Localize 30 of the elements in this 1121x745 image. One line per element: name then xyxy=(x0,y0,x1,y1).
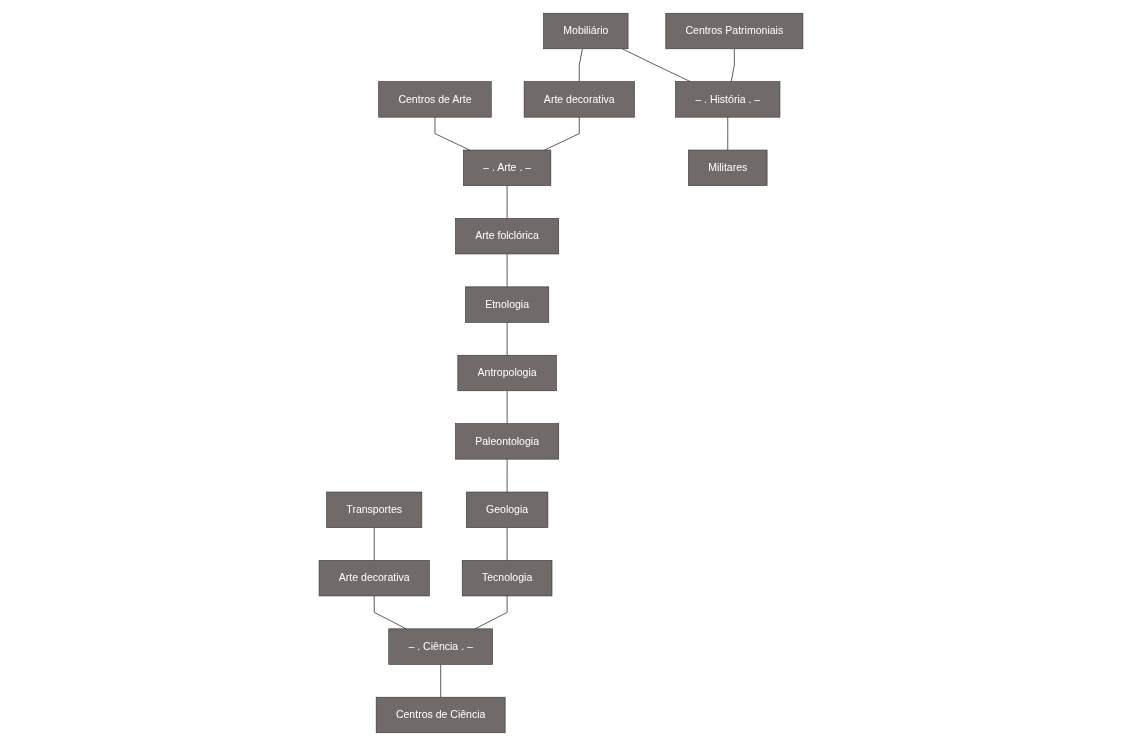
connector xyxy=(506,526,507,561)
connector xyxy=(506,389,507,424)
connector xyxy=(373,595,407,629)
node-box: – . Ciência . – xyxy=(387,628,493,665)
node-box: Antropologia xyxy=(457,354,557,391)
node-box: – . Arte . – xyxy=(462,149,551,186)
node-box: Tecnologia xyxy=(461,559,552,596)
node-box: Transportes xyxy=(325,491,422,528)
node-box: Arte decorativa xyxy=(318,559,430,596)
node-box: Paleontologia xyxy=(454,422,559,459)
node-box: – . História . – xyxy=(674,80,780,117)
connector xyxy=(506,253,507,287)
node-box: Centros de Arte xyxy=(377,80,492,117)
connector xyxy=(506,184,507,219)
node-box: Geologia xyxy=(465,491,548,528)
node-box: Etnologia xyxy=(464,286,549,323)
connector xyxy=(730,47,735,82)
node-box: Militares xyxy=(687,149,767,186)
connector xyxy=(621,47,691,82)
node-box: Arte decorativa xyxy=(523,80,635,117)
connector xyxy=(726,116,728,150)
connector xyxy=(373,526,375,561)
node-box: Arte folclórica xyxy=(454,217,559,254)
connector xyxy=(439,663,441,698)
connector xyxy=(506,321,507,356)
node-box: Centros Patrimoniais xyxy=(664,12,803,49)
connector xyxy=(578,47,583,82)
connector xyxy=(506,458,507,492)
node-box: Mobiliário xyxy=(542,12,628,49)
node-box: Centros de Ciência xyxy=(375,696,505,733)
